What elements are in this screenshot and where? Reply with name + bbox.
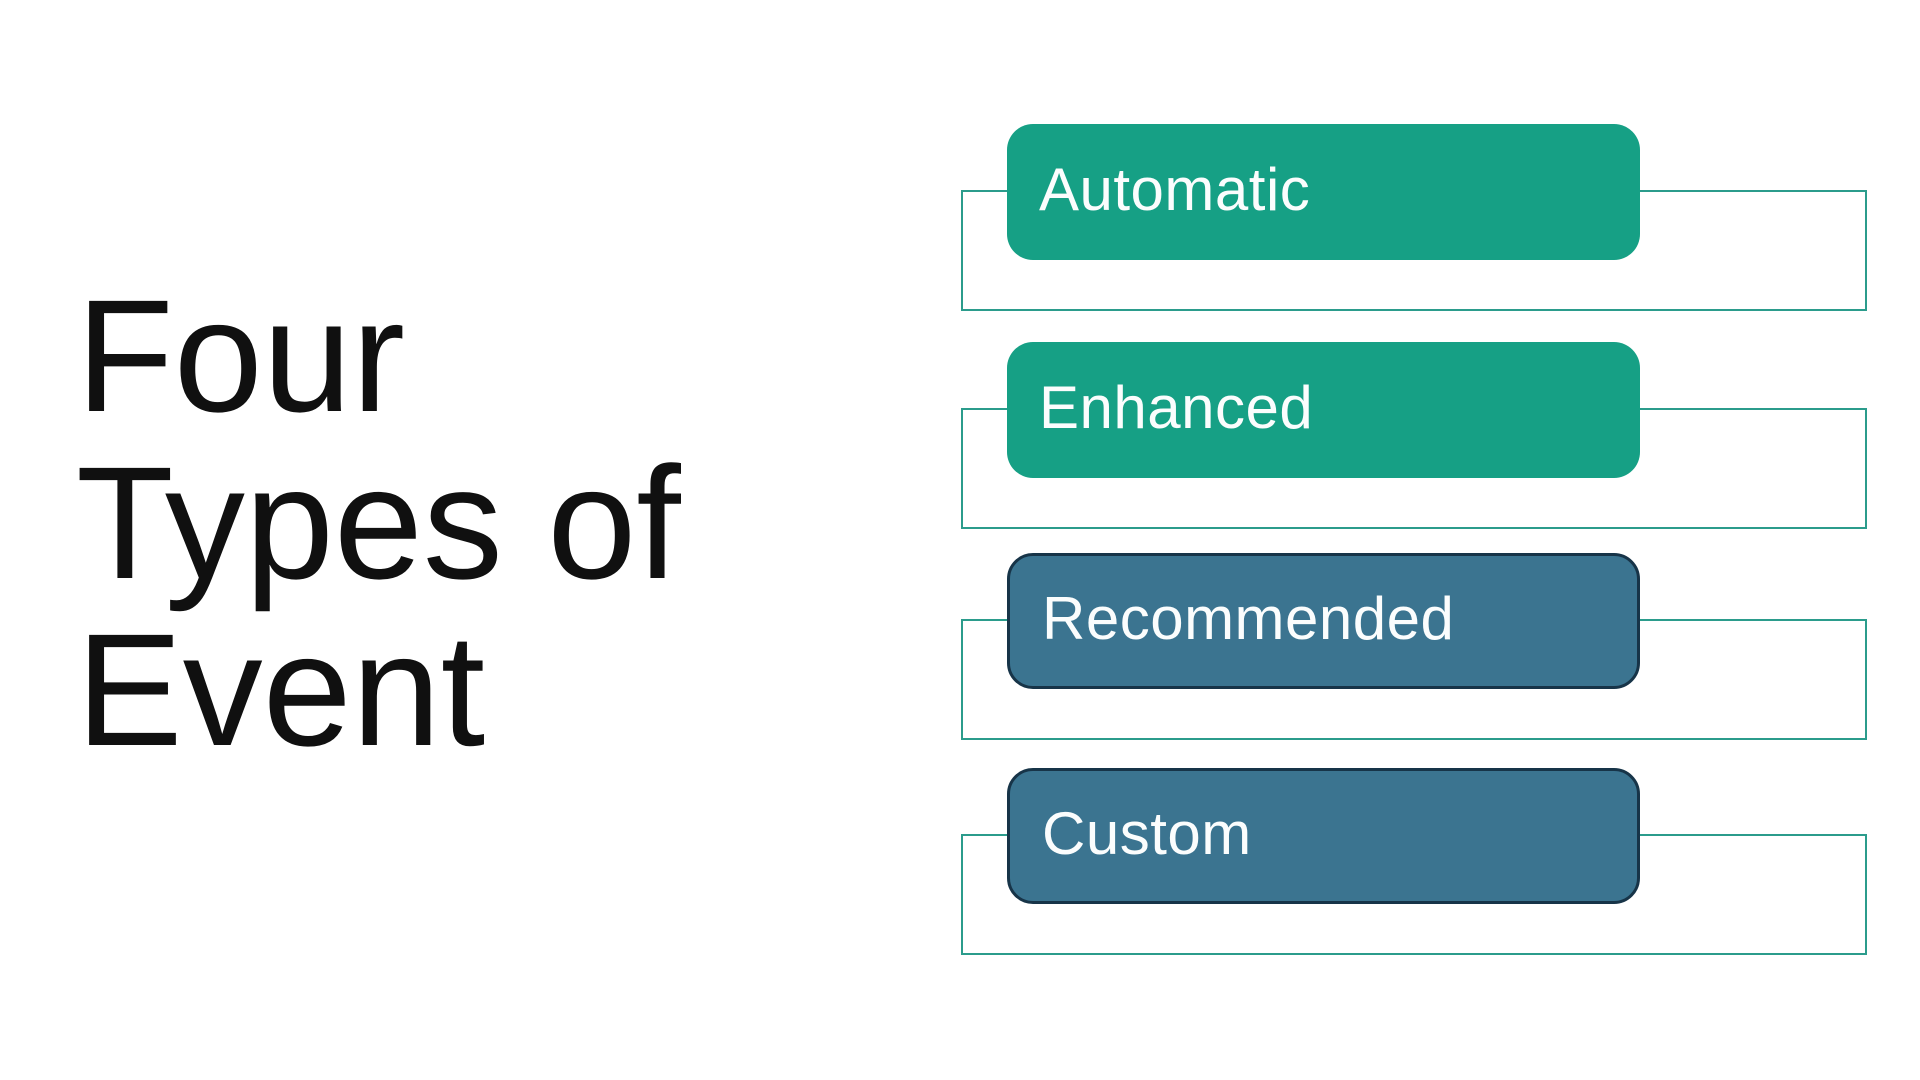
- event-type-group-enhanced: Enhanced: [961, 342, 1867, 542]
- slide-title-line-3: Event: [76, 600, 486, 779]
- event-type-label: Recommended: [1042, 585, 1455, 652]
- event-type-group-automatic: Automatic: [961, 124, 1867, 324]
- event-type-group-recommended: Recommended: [961, 553, 1867, 753]
- slide-title-line-1: Four: [76, 266, 405, 445]
- event-type-label: Automatic: [1039, 156, 1311, 223]
- event-type-box-custom: Custom: [1007, 768, 1640, 904]
- event-type-box-enhanced: Enhanced: [1007, 342, 1640, 478]
- event-type-box-recommended: Recommended: [1007, 553, 1640, 689]
- event-type-box-automatic: Automatic: [1007, 124, 1640, 260]
- slide-title-line-2: Types of: [76, 433, 681, 612]
- event-type-label: Enhanced: [1039, 374, 1314, 441]
- event-type-label: Custom: [1042, 800, 1252, 867]
- event-type-group-custom: Custom: [961, 768, 1867, 968]
- slide-title: Four Types of Event: [76, 272, 681, 773]
